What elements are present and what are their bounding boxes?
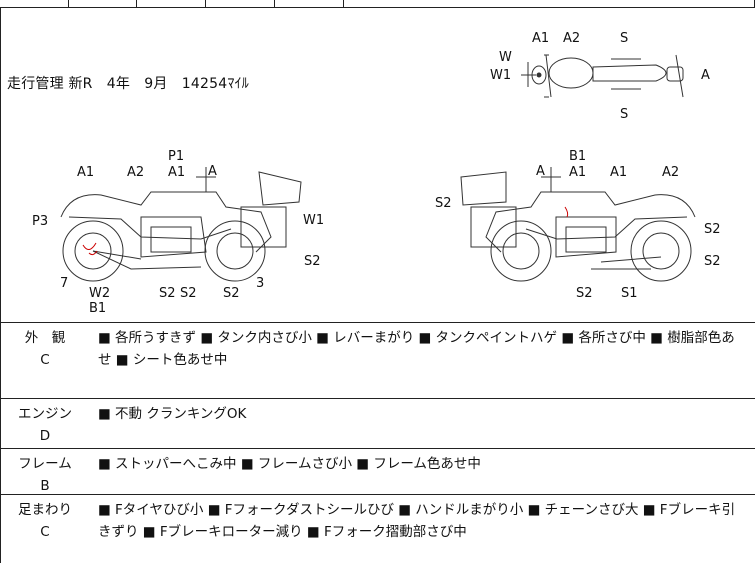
label-top-A1: A1 — [532, 31, 550, 46]
label-top-W1: W1 — [490, 68, 512, 83]
label-top-S-bottom: S — [620, 107, 629, 122]
label-right-S2-a: S2 — [704, 222, 721, 237]
section-notes: ■ 各所うすきず ■ タンク内さび小 ■ レバーまがり ■ タンクペイントハゲ … — [98, 330, 735, 368]
section-heading: 外 観 — [24, 330, 66, 346]
label-left-7: 7 — [60, 276, 69, 291]
section-exterior: 外 観 C ■ 各所うすきず ■ タンク内さび小 ■ レバーまがり ■ タンクペ… — [1, 322, 755, 398]
label-right-A1-b: A1 — [610, 165, 628, 180]
section-engine: エンジン D ■ 不動 クランキングOK — [1, 398, 755, 448]
section-suspension: 足まわり C ■ Fタイヤひび小 ■ Fフォークダストシールひび ■ ハンドルま… — [1, 494, 755, 563]
label-top-A: A — [701, 68, 710, 83]
label-left-S2-a: S2 — [159, 286, 176, 301]
right-side-motorcycle — [460, 167, 696, 282]
motorcycle-illustrations — [60, 54, 696, 282]
mileage-management-note: 走行管理 新R 4年 9月 14254ﾏｲﾙ — [7, 76, 249, 92]
label-left-A-flag: A — [208, 164, 217, 179]
damage-diagram: 走行管理 新R 4年 9月 14254ﾏｲﾙ — [0, 7, 755, 322]
label-left-3: 3 — [256, 276, 265, 291]
label-right-S2-c: S2 — [576, 286, 593, 301]
label-right-A1-a: A1 — [569, 165, 587, 180]
section-notes: ■ 不動 クランキングOK — [98, 406, 247, 422]
section-notes: ■ ストッパーへこみ中 ■ フレームさび小 ■ フレーム色あせ中 — [98, 456, 481, 472]
section-heading: エンジン — [18, 406, 72, 422]
section-heading: 足まわり — [18, 502, 72, 518]
section-grade: C — [40, 524, 50, 540]
label-right-A-flag: A — [536, 164, 545, 179]
section-grade: C — [40, 352, 50, 368]
label-right-A2: A2 — [662, 165, 680, 180]
section-heading: フレーム — [18, 456, 72, 472]
section-grade: D — [39, 428, 51, 444]
label-left-W1: W1 — [303, 213, 325, 228]
condition-sections: 外 観 C ■ 各所うすきず ■ タンク内さび小 ■ レバーまがり ■ タンクペ… — [0, 322, 755, 563]
label-left-P3: P3 — [32, 214, 49, 229]
label-left-S2-c: S2 — [223, 286, 240, 301]
label-left-P1: P1 — [168, 149, 185, 164]
label-top-A2: A2 — [563, 31, 581, 46]
left-side-motorcycle — [60, 167, 302, 282]
label-right-S1: S1 — [621, 286, 638, 301]
label-left-A1-b: A1 — [168, 165, 186, 180]
section-grade: B — [40, 478, 50, 494]
label-right-S2-b: S2 — [704, 254, 721, 269]
label-left-W2: W2 — [89, 286, 111, 301]
label-left-S2-b: S2 — [180, 286, 197, 301]
label-left-A2: A2 — [127, 165, 145, 180]
label-left-S2-right: S2 — [304, 254, 321, 269]
section-notes: ■ Fタイヤひび小 ■ Fフォークダストシールひび ■ ハンドルまがり小 ■ チ… — [98, 502, 736, 540]
top-view-motorcycle — [521, 54, 684, 98]
label-top-S-top: S — [620, 31, 629, 46]
label-left-A1-a: A1 — [77, 165, 95, 180]
label-right-B1: B1 — [569, 149, 587, 164]
section-frame: フレーム B ■ ストッパーへこみ中 ■ フレームさび小 ■ フレーム色あせ中 — [1, 448, 755, 494]
label-right-S2-left: S2 — [435, 196, 452, 211]
label-left-B1: B1 — [89, 301, 107, 316]
label-top-W: W — [499, 50, 512, 65]
